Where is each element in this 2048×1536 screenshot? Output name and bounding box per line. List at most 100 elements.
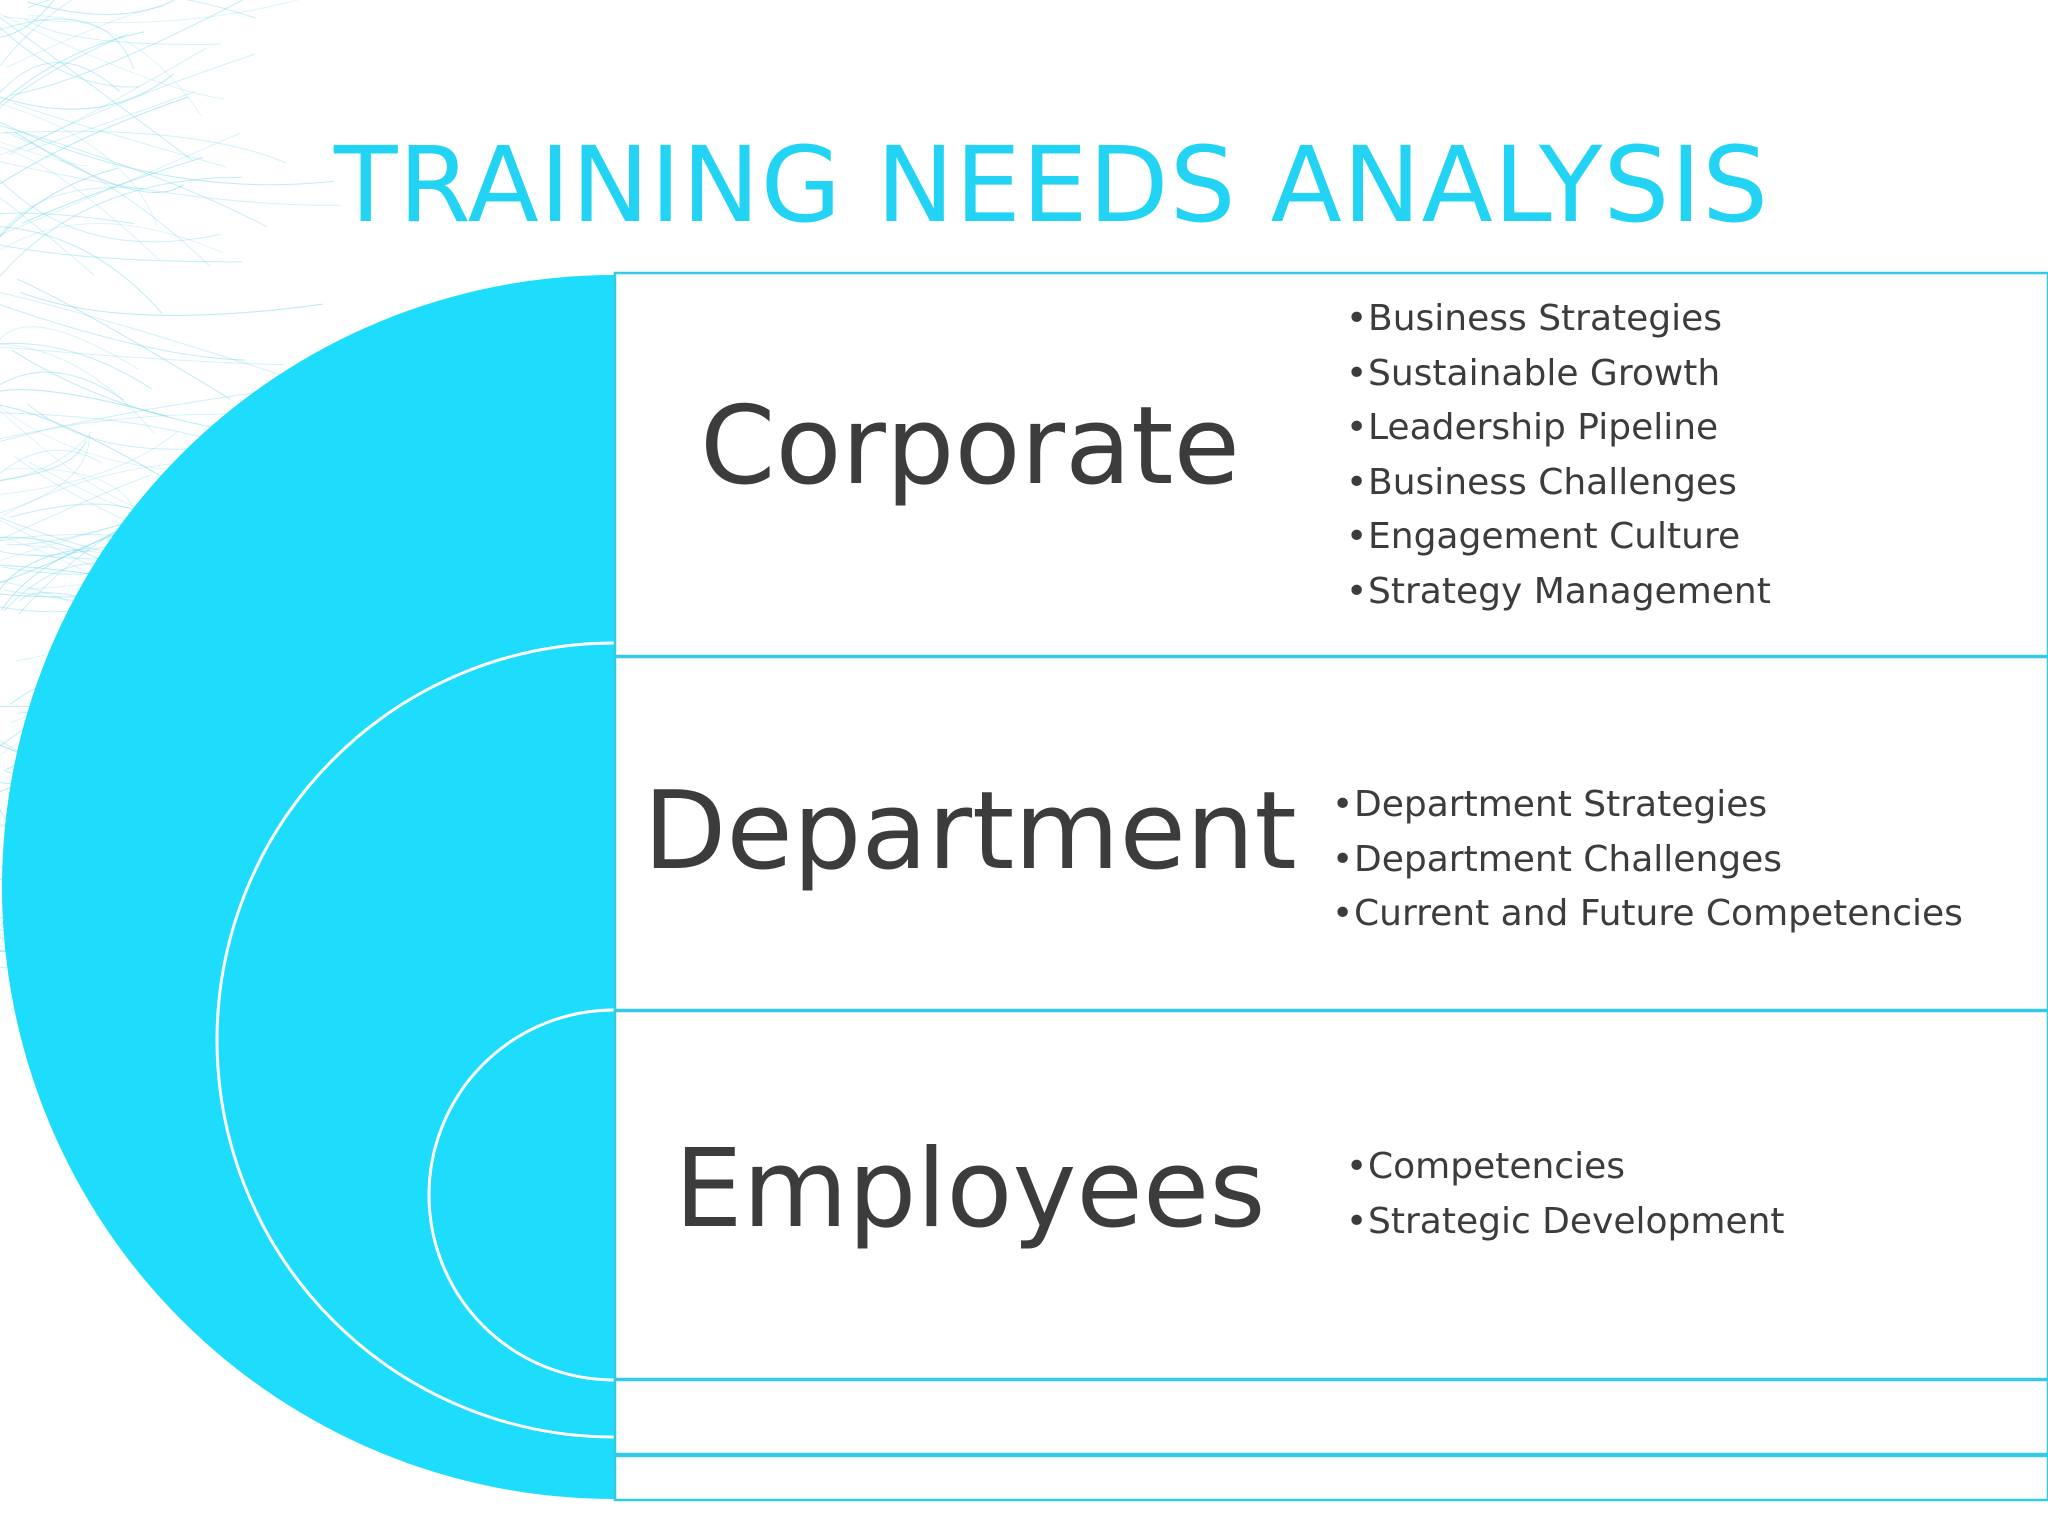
mesh-strand — [20, 291, 323, 316]
bullet-dot: • — [1346, 516, 1368, 557]
mesh-strand — [0, 96, 189, 185]
mesh-strand — [0, 0, 55, 38]
corporate-bullet-list: •Business Strategies •Sustainable Growth… — [1346, 292, 1771, 619]
mesh-strand — [0, 434, 91, 514]
mesh-strand — [0, 47, 208, 156]
bullet-dot: • — [1346, 1146, 1368, 1187]
bullet-text: Current and Future Competencies — [1354, 893, 1963, 934]
bullet-text: Business Strategies — [1368, 298, 1723, 339]
bullet-item: •Department Challenges — [1332, 833, 1963, 888]
mesh-strand — [0, 548, 89, 591]
mesh-strand — [0, 167, 118, 238]
mesh-strand — [0, 226, 163, 314]
mesh-strand — [0, 103, 158, 226]
bullet-dot: • — [1346, 461, 1368, 503]
bullet-dot: • — [1346, 407, 1368, 448]
mesh-strand — [0, 146, 160, 261]
mesh-strand — [0, 391, 263, 442]
department-label: Department — [643, 769, 1297, 894]
mesh-strand — [28, 461, 130, 509]
bullet-text: Competencies — [1368, 1146, 1626, 1187]
mesh-strand — [0, 187, 143, 238]
bullet-item: •Sustainable Growth — [1346, 347, 1771, 402]
mesh-strand — [0, 31, 145, 105]
mesh-strand — [24, 18, 222, 45]
empty-box-1 — [613, 1378, 2048, 1456]
bullet-dot: • — [1346, 352, 1368, 394]
bullet-item: •Leadership Pipeline — [1346, 401, 1771, 456]
bullet-item: •Current and Future Competencies — [1332, 887, 1963, 942]
mesh-strand — [2, 0, 299, 24]
mesh-strand — [0, 222, 224, 254]
mesh-strand — [13, 102, 227, 168]
mesh-strand — [10, 0, 244, 96]
mesh-strand — [0, 121, 335, 186]
mesh-strand — [0, 179, 221, 243]
mesh-strand — [0, 13, 225, 100]
mesh-strand — [27, 0, 256, 19]
mesh-strand — [0, 342, 152, 390]
mesh-strand — [26, 90, 197, 152]
mesh-strand — [0, 440, 87, 481]
mesh-strand — [0, 17, 194, 162]
mesh-strand — [5, 5, 166, 69]
corporate-label: Corporate — [700, 384, 1240, 509]
bullet-item: •Strategic Development — [1346, 1195, 1785, 1250]
mesh-strand — [29, 15, 202, 117]
mesh-strand — [14, 131, 184, 193]
department-bullet-list: •Department Strategies •Department Chall… — [1332, 778, 1963, 942]
mesh-strand — [5, 468, 138, 516]
inner-arc — [427, 1008, 615, 1382]
bullet-dot: • — [1332, 893, 1354, 934]
mesh-strand — [0, 371, 124, 401]
mesh-strand — [0, 292, 328, 391]
bullet-text: Business Challenges — [1368, 461, 1737, 503]
bullet-text: Strategy Management — [1368, 570, 1771, 612]
bullet-item: •Strategy Management — [1346, 565, 1771, 620]
bullet-dot: • — [1346, 298, 1368, 339]
bullet-text: Leadership Pipeline — [1368, 407, 1719, 448]
empty-box-2 — [613, 1454, 2048, 1502]
mesh-strand — [0, 326, 139, 370]
mesh-strand — [22, 156, 203, 224]
mesh-strand — [0, 389, 169, 418]
mesh-strand — [0, 343, 155, 434]
mesh-strand — [4, 131, 211, 268]
mesh-strand — [0, 141, 88, 167]
outer-half-circle — [2, 275, 614, 1499]
mesh-strand — [9, 53, 255, 155]
mesh-strand — [0, 304, 246, 361]
mesh-strand — [0, 431, 93, 482]
mesh-strand — [16, 278, 231, 400]
bullet-text: Department Strategies — [1354, 784, 1768, 825]
mesh-strand — [0, 474, 152, 541]
mesh-strand — [0, 125, 268, 228]
mesh-strand — [0, 0, 73, 67]
employees-label: Employees — [674, 1127, 1266, 1252]
bullet-item: •Competencies — [1346, 1140, 1785, 1195]
bullet-text: Strategic Development — [1368, 1200, 1785, 1242]
mesh-strand — [0, 26, 140, 88]
corporate-box — [613, 271, 2048, 658]
bullet-dot: • — [1346, 1200, 1368, 1242]
mesh-strand — [0, 130, 288, 164]
mesh-strand — [0, 430, 179, 495]
mesh-strand — [0, 73, 175, 110]
mesh-strand — [0, 520, 134, 562]
slide-title: TRAINING NEEDS ANALYSIS — [334, 124, 1770, 246]
bullet-item: •Engagement Culture — [1346, 510, 1771, 565]
mesh-strand — [0, 346, 284, 365]
mesh-strand — [26, 0, 176, 15]
employees-box — [613, 1009, 2048, 1381]
middle-arc — [215, 641, 615, 1439]
bullet-dot: • — [1346, 570, 1368, 612]
mesh-strand — [0, 161, 341, 206]
bullet-text: Engagement Culture — [1368, 516, 1741, 557]
employees-bullet-list: •Competencies •Strategic Development — [1346, 1140, 1785, 1249]
bullet-item: •Department Strategies — [1332, 778, 1963, 833]
bullet-item: •Business Challenges — [1346, 456, 1771, 511]
mesh-strand — [0, 449, 103, 475]
bullet-dot: • — [1332, 838, 1354, 880]
